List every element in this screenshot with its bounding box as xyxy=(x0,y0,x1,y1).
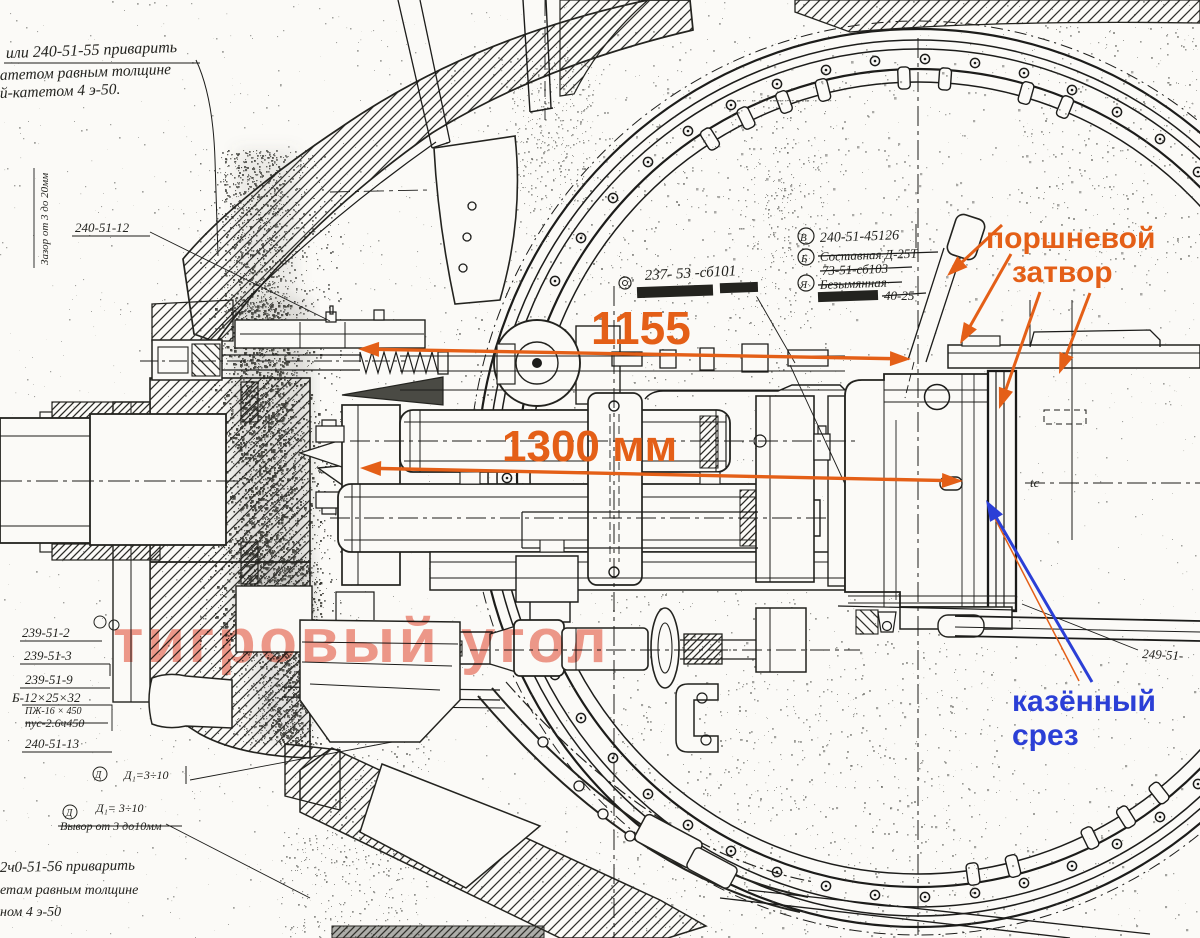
svg-text:затвор: затвор xyxy=(1012,256,1113,289)
svg-text:Б-12×25×32: Б-12×25×32 xyxy=(11,690,81,705)
svg-text:239-51-2: 239-51-2 xyxy=(22,625,70,640)
svg-text:атетом равным толщине: атетом равным толщине xyxy=(0,61,171,84)
svg-text:239-51-3: 239-51-3 xyxy=(24,648,72,663)
svg-text:Д₁=3÷10: Д₁=3÷10 xyxy=(123,768,169,782)
svg-text:ПЖ-16 × 450: ПЖ-16 × 450 xyxy=(24,706,81,717)
svg-text:240-51-45126: 240-51-45126 xyxy=(820,228,900,246)
svg-text:Я: Я xyxy=(799,279,808,291)
svg-text:срез: срез xyxy=(1012,719,1079,752)
svg-text:или 240-51-55 приварить: или 240-51-55 приварить xyxy=(6,39,178,62)
svg-text:Д₁= 3÷10: Д₁= 3÷10 xyxy=(95,801,144,815)
svg-text:В: В xyxy=(800,232,807,244)
svg-text:240-51-13: 240-51-13 xyxy=(25,736,80,751)
svg-text:ном 4 э-50: ном 4 э-50 xyxy=(0,905,61,920)
svg-text:й-катетом 4 э-50.: й-катетом 4 э-50. xyxy=(0,81,121,102)
svg-text:40-25: 40-25 xyxy=(884,288,915,303)
svg-text:казённый: казённый xyxy=(1012,685,1156,718)
svg-text:Б: Б xyxy=(800,253,808,265)
svg-text:2ч0-51-56 приварить: 2ч0-51-56 приварить xyxy=(0,858,135,876)
svg-text:249-51-: 249-51- xyxy=(1142,646,1184,663)
svg-text:tc: tc xyxy=(1030,475,1040,490)
svg-text:239-51-9: 239-51-9 xyxy=(25,672,73,687)
svg-text:1155: 1155 xyxy=(591,302,691,354)
svg-text:237- 53 -сб101: 237- 53 -сб101 xyxy=(644,263,736,284)
svg-text:етам равным толщине: етам равным толщине xyxy=(0,883,138,898)
svg-text:Зазор от 3 до 20мм: Зазор от 3 до 20мм xyxy=(39,173,51,265)
svg-text:240-51-12: 240-51-12 xyxy=(75,220,130,235)
svg-text:поршневой: поршневой xyxy=(986,222,1155,255)
svg-text:1300 мм: 1300 мм xyxy=(502,422,677,471)
svg-text:Д: Д xyxy=(65,808,73,819)
svg-text:тигровый угол: тигровый угол xyxy=(113,607,610,676)
svg-text:Д: Д xyxy=(94,770,102,781)
